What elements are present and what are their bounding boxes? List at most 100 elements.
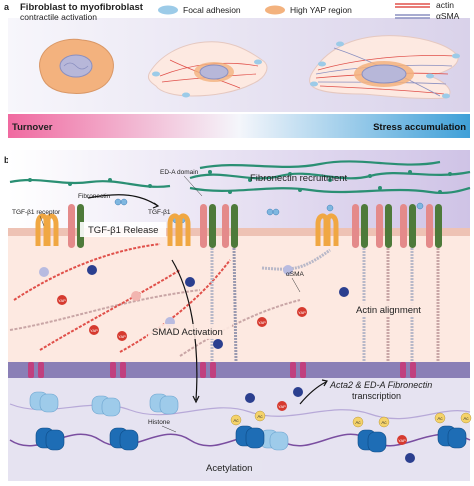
asma-fibers — [210, 247, 440, 363]
tgf-receptor-group — [35, 213, 339, 246]
smad-molecule — [213, 339, 223, 349]
ac-label: Ac — [233, 418, 239, 423]
nucleus-3 — [361, 64, 407, 84]
smad-molecule — [245, 393, 255, 403]
ac-tag — [254, 410, 266, 422]
integrin-2 — [200, 204, 216, 248]
smad-molecule — [185, 277, 195, 287]
legend-asma: αSMA — [436, 11, 460, 21]
tgf-release-box — [80, 222, 166, 237]
smad-molecule — [283, 265, 293, 275]
yap-label: YAP — [58, 298, 66, 303]
ac-label: Ac — [355, 420, 361, 425]
legend-focal-adhesion: Focal adhesion — [183, 5, 241, 15]
yap-molecule — [297, 307, 307, 317]
acetylation-box — [202, 460, 262, 475]
cell-proto-myofibroblast — [147, 41, 268, 98]
cytoplasm-yap-molecules: YAP YAP YAP YAP YAP — [57, 291, 307, 341]
fibronectin-strands — [9, 160, 471, 195]
histones — [29, 391, 467, 453]
pathway-arrows — [87, 194, 328, 405]
yap-label: YAP — [398, 438, 406, 443]
acetyl-tags: Ac Ac Ac Ac Ac Ac — [230, 410, 472, 428]
ac-tag — [378, 416, 390, 428]
smad-molecule — [87, 265, 97, 275]
focal-adhesion-swatch — [158, 5, 178, 15]
nuclear-yap-smad: YAP YAP — [245, 387, 415, 463]
cell-fibroblast — [39, 38, 114, 94]
integrin-3 — [222, 204, 238, 248]
gradient-label-turnover: Turnover — [12, 122, 53, 133]
smad-molecule — [39, 267, 49, 277]
yap-label: YAP — [90, 328, 98, 333]
smad-activation-box — [148, 324, 232, 339]
panel-a-title: Fibroblast to myofibroblast — [20, 2, 144, 13]
smad-molecule — [405, 453, 415, 463]
label-tgf-receptor: TGF-β1 receptor — [12, 209, 61, 216]
ac-tag — [230, 414, 242, 426]
yap-label: YAP — [298, 310, 306, 315]
label-transcription-2: transcription — [352, 391, 401, 401]
ac-label: Ac — [463, 416, 469, 421]
smad-molecule — [293, 387, 303, 397]
label-actin-alignment: Actin alignment — [356, 305, 421, 316]
yap-region-swatch — [265, 5, 285, 15]
label-tgf-release: TGF-β1 Release — [88, 225, 158, 236]
yap-molecule — [89, 325, 99, 335]
panel-b-tag: b — [4, 155, 10, 165]
leader-tgf-receptor — [39, 215, 45, 227]
integrin-5 — [376, 204, 392, 248]
plasma-membrane — [8, 228, 470, 236]
cell-myofibroblast — [309, 35, 460, 100]
ac-tag — [434, 412, 446, 424]
yap-molecule — [257, 317, 267, 327]
actin-alignment-box — [352, 302, 424, 317]
tgf-molecules — [114, 198, 424, 224]
integrin-4 — [352, 204, 368, 248]
label-fibronectin-recruitment: Fibronectin recruitment — [250, 173, 348, 184]
leader-asma — [291, 277, 301, 293]
label-ed-a-domain: ED-A domain — [160, 169, 199, 176]
ac-label: Ac — [437, 416, 443, 421]
label-transcription-1: Acta2 & ED-A Fibronectin — [329, 380, 432, 390]
gradient-label-stress: Stress accumulation — [373, 122, 466, 133]
panel-a-subtitle: contractile activation — [20, 12, 97, 22]
panel-a-tag: a — [4, 2, 10, 12]
panel-a: a Fibroblast to myofibroblast contractil… — [4, 0, 470, 138]
yap-molecule — [397, 435, 407, 445]
yap-label: YAP — [118, 334, 126, 339]
yap-molecule — [131, 291, 141, 301]
ac-label: Ac — [381, 420, 387, 425]
label-smad-activation: SMAD Activation — [152, 327, 223, 338]
arrow-transcription — [299, 381, 327, 405]
label-histone: Histone — [148, 419, 170, 426]
yap-molecule — [277, 401, 287, 411]
label-acetylation: Acetylation — [206, 463, 252, 474]
leader-ed-a — [183, 175, 203, 197]
legend-actin: actin — [436, 0, 454, 10]
integrin-7 — [426, 204, 442, 248]
leader-histone — [161, 425, 177, 433]
yap-label: YAP — [258, 320, 266, 325]
label-asma: αSMA — [286, 271, 305, 278]
nucleus-2 — [199, 64, 229, 80]
ac-label: Ac — [257, 414, 263, 419]
panel-b: b — [4, 150, 472, 481]
dna-strand-open — [9, 403, 471, 420]
legend-high-yap: High YAP region — [290, 5, 352, 15]
nuclear-pores — [28, 362, 416, 378]
arrow-tgf-release — [87, 194, 159, 207]
yap-molecule — [57, 295, 67, 305]
ac-tag — [460, 412, 472, 424]
yap-molecule — [117, 331, 127, 341]
actin-filaments — [9, 243, 301, 357]
integrins — [68, 204, 442, 248]
ac-tag — [352, 416, 364, 428]
histone-open-group — [29, 391, 289, 451]
yap-label: YAP — [278, 404, 286, 409]
histone-compact-group — [35, 425, 467, 453]
label-fibronectin: Fibronectin — [78, 193, 111, 200]
turnover-stress-gradient — [8, 114, 470, 138]
